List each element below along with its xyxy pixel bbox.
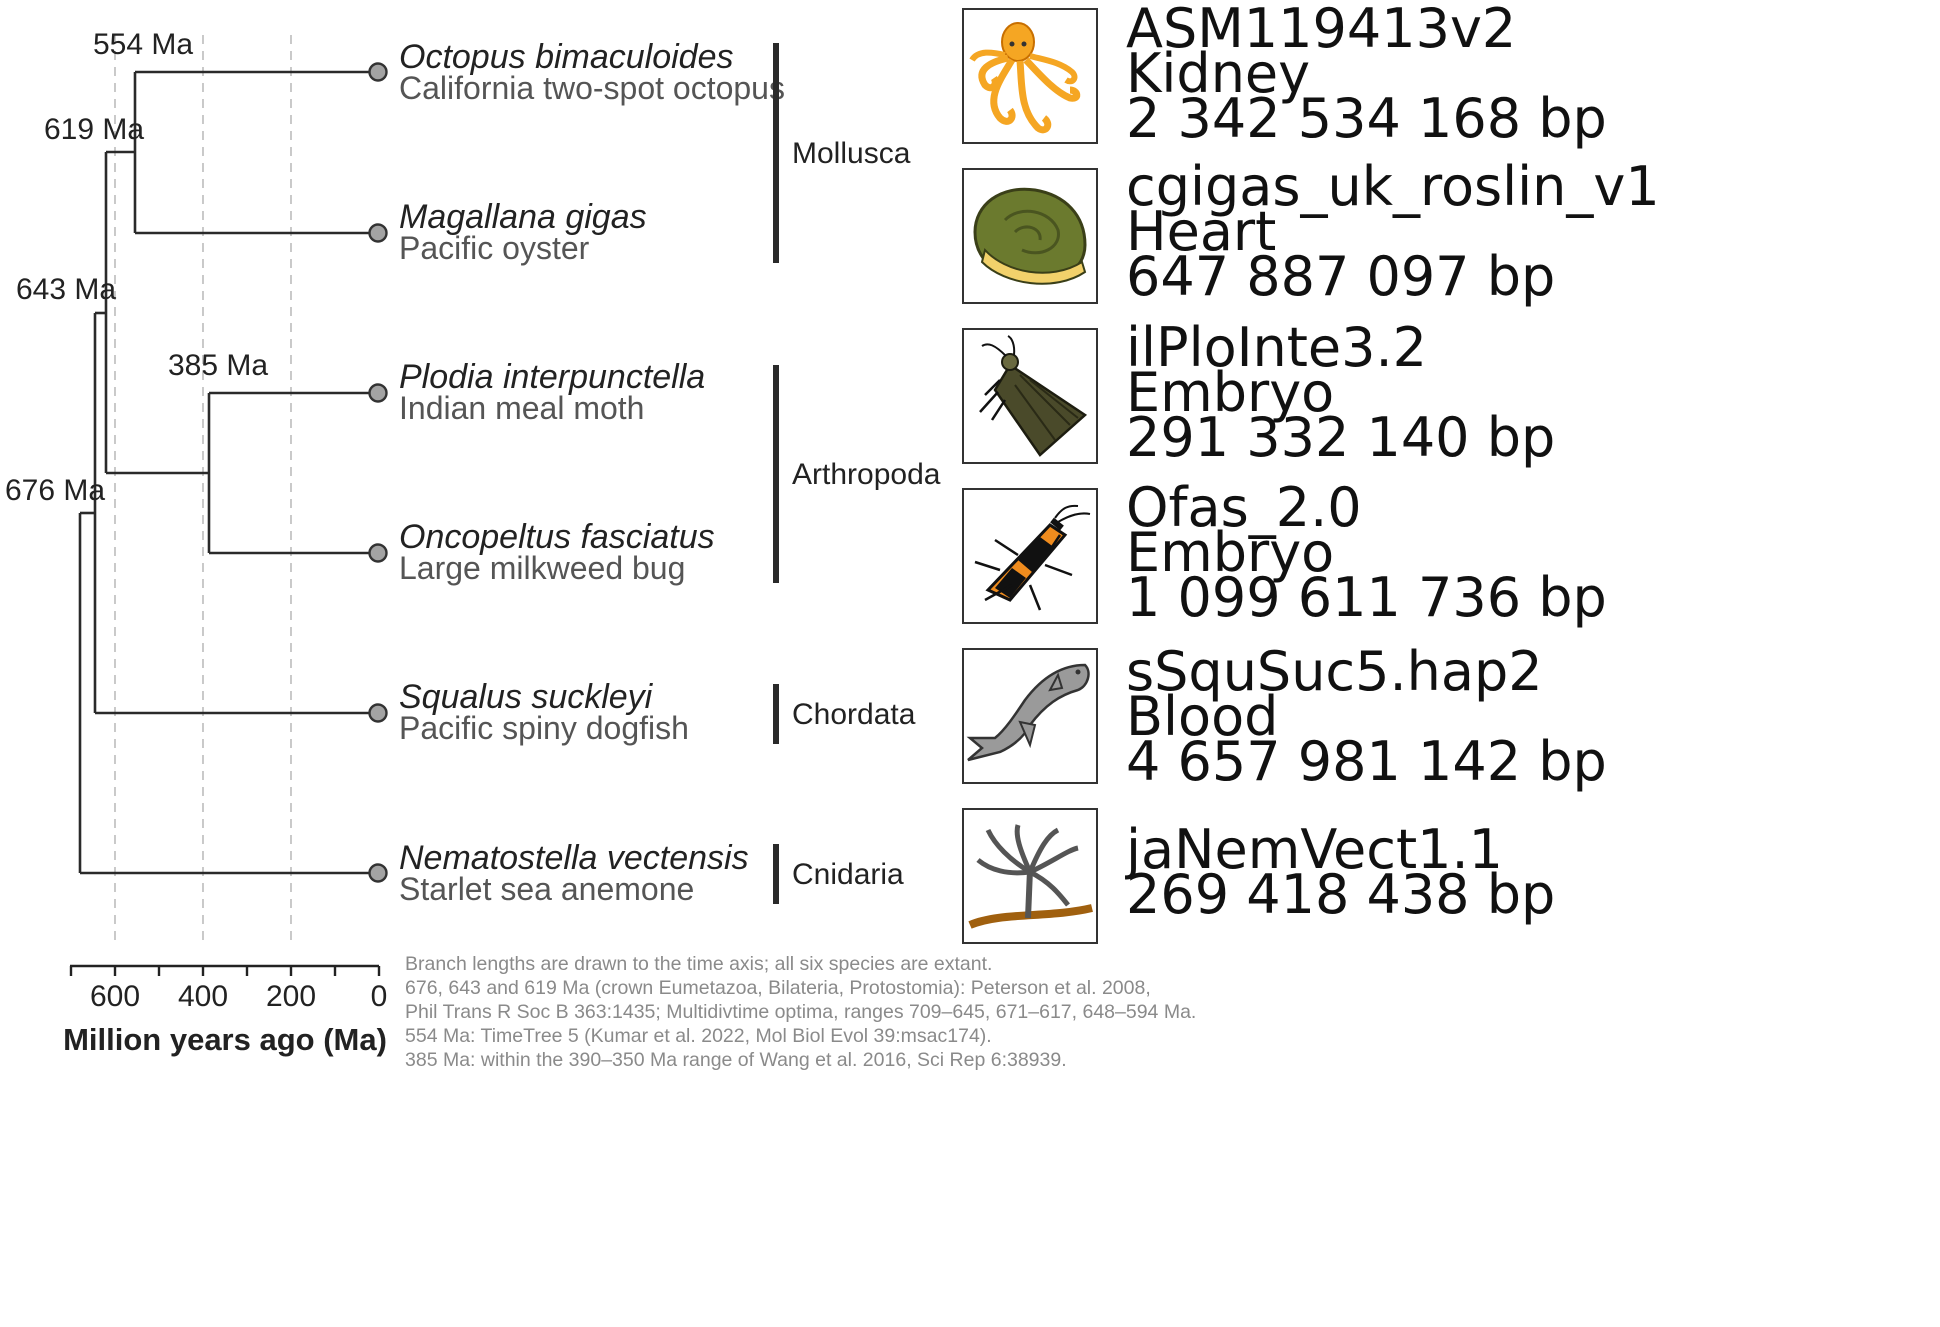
time-axis: 600 400 200 0 Million years ago (Ma) bbox=[63, 964, 388, 1057]
node-label-385: 385 Ma bbox=[168, 349, 268, 382]
genome-size-squalus: 4 657 981 142 bp bbox=[1126, 730, 1607, 793]
common-name-octopus: California two-spot octopus bbox=[399, 70, 785, 106]
axis-tick-label-0: 0 bbox=[371, 980, 388, 1013]
axis-ticks bbox=[69, 966, 381, 976]
genome-size-nematostella: 269 418 438 bp bbox=[1126, 863, 1555, 926]
genome-size-oncopeltus: 1 099 611 736 bp bbox=[1126, 566, 1607, 629]
scientific-name-oncopeltus: Oncopeltus fasciatus bbox=[399, 518, 715, 556]
tissue-octopus: Kidney bbox=[1126, 42, 1310, 105]
node-label-643: 643 Ma bbox=[16, 273, 116, 306]
milkweed-bug-icon bbox=[962, 488, 1098, 624]
footnotes: Branch lengths are drawn to the time axi… bbox=[405, 953, 1196, 1071]
tissue-plodia: Embryo bbox=[1126, 361, 1334, 424]
assembly-name-oncopeltus: Ofas_2.0 bbox=[1126, 476, 1362, 539]
tip-markers bbox=[368, 62, 388, 883]
common-name-nematostella: Starlet sea anemone bbox=[399, 871, 694, 907]
common-name-squalus: Pacific spiny dogfish bbox=[399, 710, 689, 746]
clade-bars: Mollusca Arthropoda Chordata Cnidaria bbox=[773, 43, 941, 904]
clade-label-chordata: Chordata bbox=[792, 698, 916, 731]
taxon-labels: Octopus bimaculoides California two-spot… bbox=[399, 38, 785, 907]
oyster-icon bbox=[962, 168, 1098, 304]
scientific-name-magallana: Magallana gigas bbox=[399, 198, 647, 236]
tree-branches bbox=[78, 70, 378, 875]
scientific-name-nematostella: Nematostella vectensis bbox=[399, 839, 749, 877]
scientific-name-squalus: Squalus suckleyi bbox=[399, 678, 654, 716]
octopus-icon bbox=[962, 8, 1098, 144]
footnote-line-4: 554 Ma: TimeTree 5 (Kumar et al. 2022, M… bbox=[405, 1025, 992, 1047]
genome-size-octopus: 2 342 534 168 bp bbox=[1126, 87, 1607, 150]
scientific-name-octopus: Octopus bimaculoides bbox=[399, 38, 734, 76]
dogfish-shark-icon bbox=[962, 648, 1098, 784]
axis-tick-label-600: 600 bbox=[90, 980, 140, 1013]
tissue-squalus: Blood bbox=[1126, 685, 1278, 748]
footnote-line-1: Branch lengths are drawn to the time axi… bbox=[405, 953, 992, 975]
tip-plodia bbox=[368, 383, 388, 403]
common-name-plodia: Indian meal moth bbox=[399, 390, 644, 426]
node-label-676: 676 Ma bbox=[5, 474, 105, 507]
axis-tick-label-400: 400 bbox=[178, 980, 228, 1013]
assembly-name-squalus: sSquSuc5.hap2 bbox=[1126, 640, 1543, 703]
tip-magallana bbox=[368, 223, 388, 243]
tissue-magallana: Heart bbox=[1126, 200, 1276, 263]
genome-size-plodia: 291 332 140 bp bbox=[1126, 406, 1555, 469]
assembly-name-magallana: cgigas_uk_roslin_v1 bbox=[1126, 155, 1660, 218]
scientific-name-plodia: Plodia interpunctella bbox=[399, 358, 705, 396]
tissue-oncopeltus: Embryo bbox=[1126, 521, 1334, 584]
footnote-line-2: 676, 643 and 619 Ma (crown Eumetazoa, Bi… bbox=[405, 977, 1151, 999]
footnote-line-3: Phil Trans R Soc B 363:1435; Multidivtim… bbox=[405, 1001, 1196, 1023]
assembly-name-octopus: ASM119413v2 bbox=[1126, 0, 1516, 60]
guide-lines bbox=[114, 35, 292, 940]
tip-octopus bbox=[368, 62, 388, 82]
assembly-name-plodia: ilPloInte3.2 bbox=[1126, 316, 1427, 379]
axis-title: Million years ago (Ma) bbox=[63, 1022, 387, 1057]
tip-nematostella bbox=[368, 863, 388, 883]
moth-icon bbox=[962, 328, 1098, 464]
assembly-info: ASM119413v2 Kidney 2 342 534 168 bp cgig… bbox=[1125, 0, 1660, 926]
tip-squalus bbox=[368, 703, 388, 723]
footnote-line-5: 385 Ma: within the 390–350 Ma range of W… bbox=[405, 1049, 1067, 1071]
clade-label-arthropoda: Arthropoda bbox=[792, 458, 941, 491]
axis-tick-label-200: 200 bbox=[266, 980, 316, 1013]
common-name-magallana: Pacific oyster bbox=[399, 230, 590, 266]
sea-anemone-icon bbox=[962, 808, 1098, 944]
clade-label-mollusca: Mollusca bbox=[792, 137, 911, 170]
assembly-name-nematostella: jaNemVect1.1 bbox=[1125, 818, 1503, 881]
genome-size-magallana: 647 887 097 bp bbox=[1126, 245, 1555, 308]
clade-label-cnidaria: Cnidaria bbox=[792, 858, 904, 891]
node-labels: 676 Ma 643 Ma 619 Ma 554 Ma 385 Ma bbox=[5, 28, 268, 507]
species-images bbox=[962, 8, 1098, 944]
node-label-554: 554 Ma bbox=[93, 28, 193, 61]
common-name-oncopeltus: Large milkweed bug bbox=[399, 550, 685, 586]
node-label-619: 619 Ma bbox=[44, 113, 144, 146]
tip-oncopeltus bbox=[368, 543, 388, 563]
